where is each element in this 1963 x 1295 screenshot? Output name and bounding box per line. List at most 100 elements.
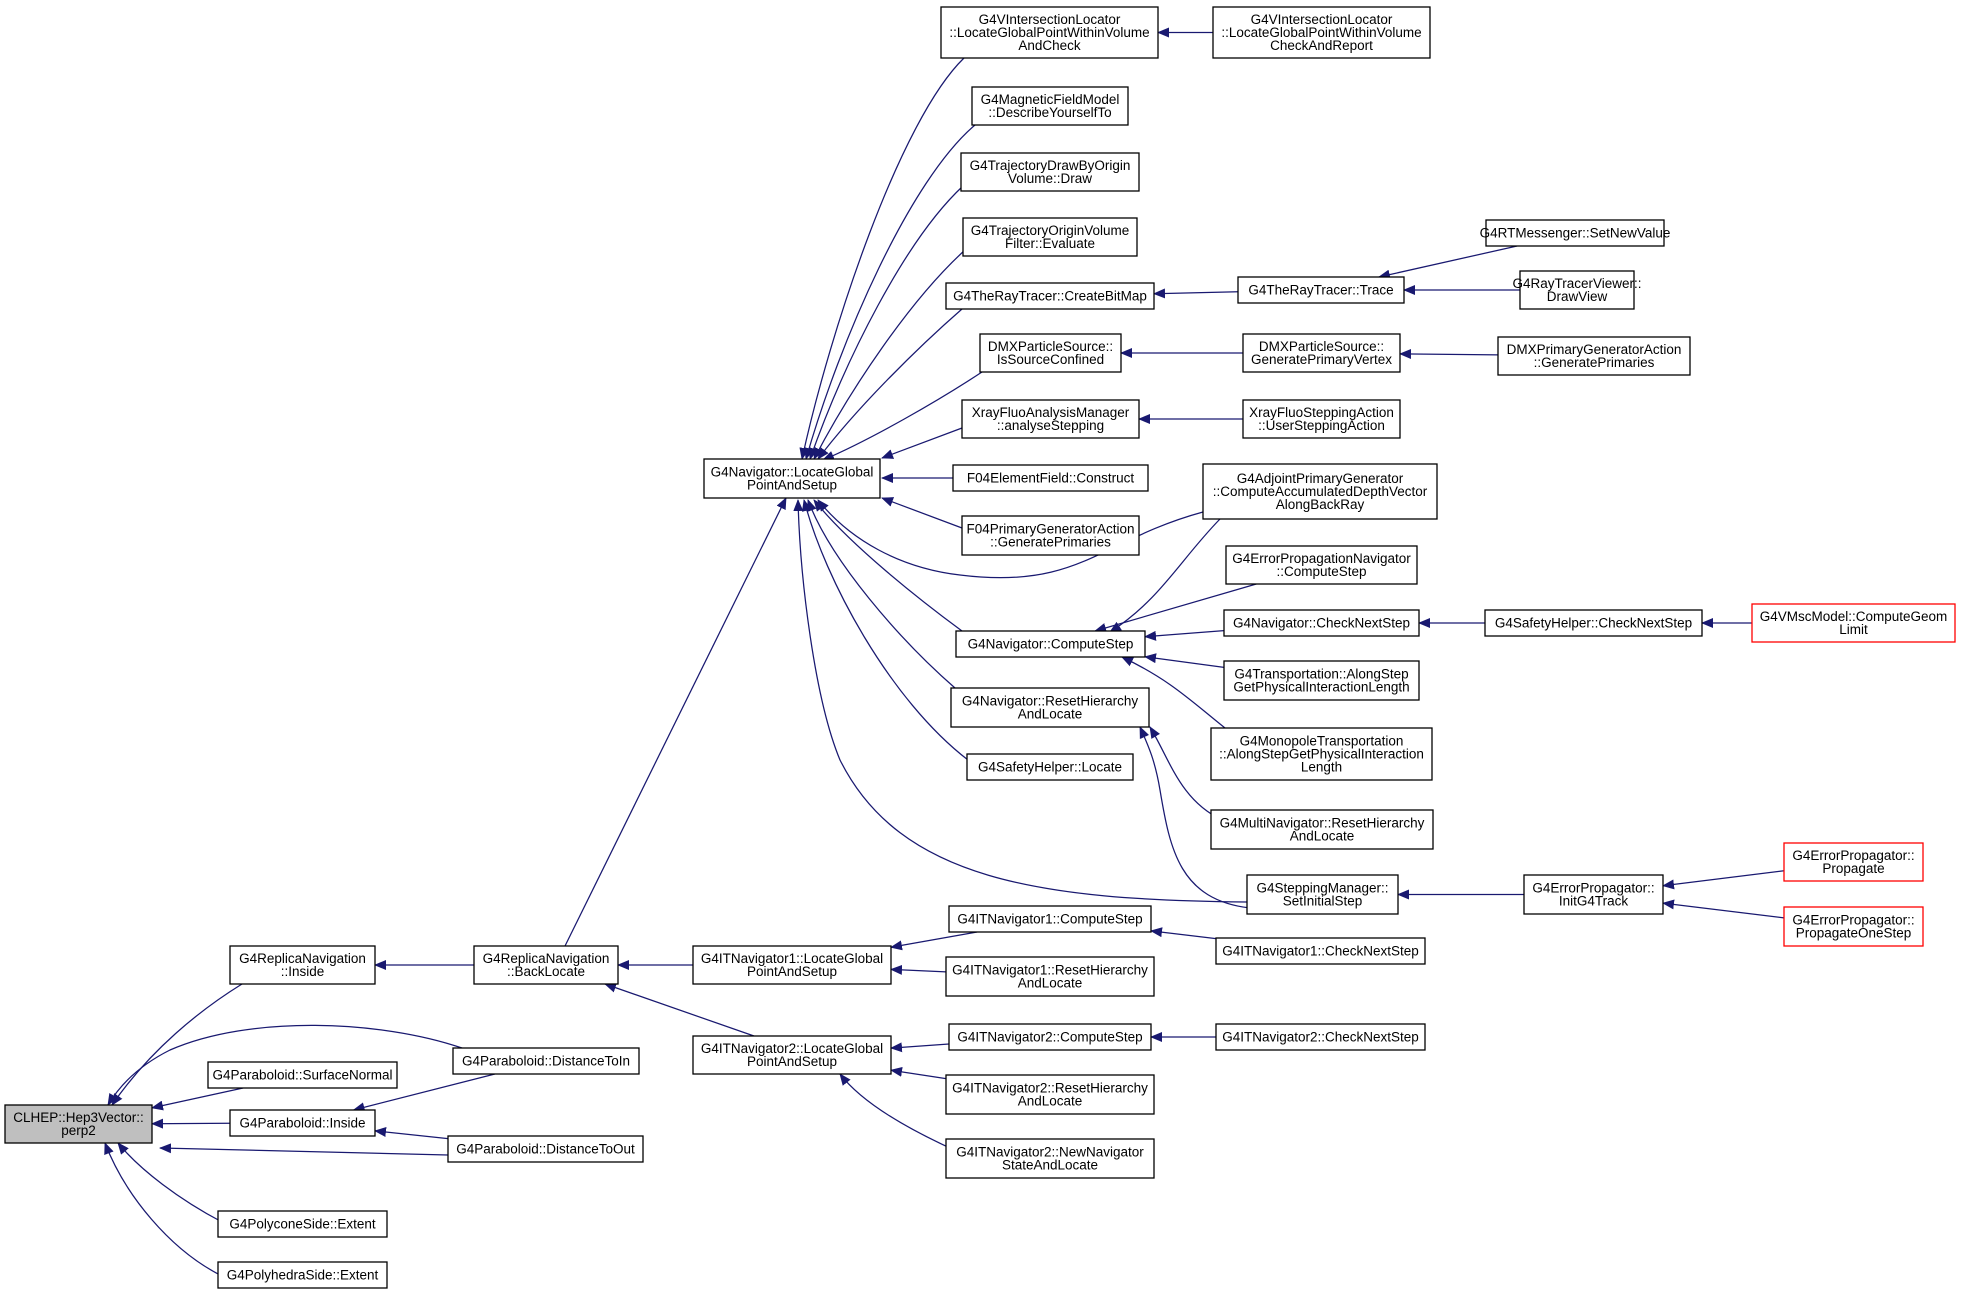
edge-parab_distout-to-parab_inside [374, 1126, 449, 1140]
node-errprop_init[interactable]: G4ErrorPropagator::InitG4Track [1523, 874, 1664, 915]
node-box [1202, 463, 1438, 520]
node-polycone_extent[interactable]: G4PolyconeSide::Extent [217, 1210, 388, 1238]
edges-layer [104, 27, 1785, 1277]
node-itnav2_lgps[interactable]: G4ITNavigator2::LocateGlobalPointAndSetu… [692, 1035, 892, 1075]
node-errprop_one[interactable]: G4ErrorPropagator::PropagateOneStep [1783, 906, 1924, 947]
node-box [971, 86, 1129, 126]
node-parab_surfnormal[interactable]: G4Paraboloid::SurfaceNormal [207, 1061, 398, 1089]
node-rtmessenger[interactable]: G4RTMessenger::SetNewValue [1480, 219, 1671, 247]
edge-parab_distin-to-root [107, 1024, 463, 1106]
node-label-line: CLHEP::Hep3Vector:: [13, 1110, 144, 1125]
node-repnav_backlocate[interactable]: G4ReplicaNavigation::BackLocate [473, 945, 619, 985]
edge-parab_distin-to-parab_inside [352, 1073, 496, 1113]
node-multinav[interactable]: G4MultiNavigator::ResetHierarchyAndLocat… [1210, 809, 1434, 850]
node-xray_analyse[interactable]: XrayFluoAnalysisManager::analyseStepping [961, 399, 1140, 439]
node-dmx_genvertex[interactable]: DMXParticleSource::GeneratePrimaryVertex [1242, 333, 1401, 373]
edge-xray_analyse-to-nav_lgps [881, 427, 963, 459]
node-label-line: PropagateOneStep [1796, 926, 1912, 941]
edge-trajdraw-to-nav_lgps [808, 185, 964, 460]
node-label-line: ::BackLocate [507, 964, 585, 979]
node-box [703, 458, 881, 499]
node-label-line: G4Paraboloid::Inside [239, 1116, 365, 1131]
node-label-line: AlongBackRay [1276, 497, 1365, 512]
node-label-line: G4AdjointPrimaryGenerator [1237, 471, 1404, 486]
node-f04_primgen[interactable]: F04PrimaryGeneratorAction::GeneratePrima… [961, 515, 1140, 556]
node-itnav2_cs[interactable]: G4ITNavigator2::ComputeStep [948, 1023, 1152, 1051]
node-itnav2_cns[interactable]: G4ITNavigator2::CheckNextStep [1215, 1023, 1426, 1051]
node-parab_distout[interactable]: G4Paraboloid::DistanceToOut [447, 1135, 644, 1163]
node-label-line: AndLocate [1018, 707, 1083, 722]
node-box [955, 630, 1146, 658]
node-box [217, 1261, 388, 1289]
node-vil_check[interactable]: G4VIntersectionLocator::LocateGlobalPoin… [940, 6, 1159, 59]
node-label-line: G4ReplicaNavigation [239, 951, 366, 966]
node-label-line: Volume::Draw [1008, 171, 1092, 186]
node-stepping_initial[interactable]: G4SteppingManager::SetInitialStep [1246, 874, 1399, 915]
node-box [1223, 609, 1420, 637]
node-box [945, 1138, 1155, 1179]
node-raytracer_cbm[interactable]: G4TheRayTracer::CreateBitMap [945, 282, 1155, 310]
node-vil_report[interactable]: G4VIntersectionLocator::LocateGlobalPoin… [1212, 6, 1431, 59]
edge-itnav2_cs-to-itnav2_lgps [890, 1042, 950, 1053]
node-nav_computestep[interactable]: G4Navigator::ComputeStep [955, 630, 1146, 658]
node-parab_inside[interactable]: G4Paraboloid::Inside [229, 1109, 376, 1137]
node-nav_checknext[interactable]: G4Navigator::CheckNextStep [1223, 609, 1420, 637]
node-label-line: G4VMscModel::ComputeGeom [1760, 609, 1948, 624]
node-transportation[interactable]: G4Transportation::AlongStepGetPhysicalIn… [1223, 660, 1420, 701]
node-xray_usa[interactable]: XrayFluoSteppingAction::UserSteppingActi… [1242, 399, 1401, 439]
edge-dmx_genprim-to-dmx_genvertex [1399, 349, 1499, 360]
node-magfield[interactable]: G4MagneticFieldModel::DescribeYourselfTo [971, 86, 1129, 126]
node-label-line: G4Paraboloid::DistanceToIn [462, 1054, 630, 1069]
node-itnav2_nns[interactable]: G4ITNavigator2::NewNavigatorStateAndLoca… [945, 1138, 1155, 1179]
node-label-line: DrawView [1547, 289, 1608, 304]
node-dmx_genprim[interactable]: DMXPrimaryGeneratorAction::GeneratePrima… [1497, 336, 1691, 376]
node-root[interactable]: CLHEP::Hep3Vector::perp2 [4, 1104, 153, 1144]
node-safety_locate[interactable]: G4SafetyHelper::Locate [966, 753, 1134, 781]
node-label-line: perp2 [61, 1123, 96, 1138]
node-label-line: ::ComputeAccumulatedDepthVector [1213, 484, 1428, 499]
node-label-line: G4ITNavigator1::LocateGlobal [701, 951, 883, 966]
node-label-line: AndLocate [1018, 976, 1083, 991]
node-f04_field[interactable]: F04ElementField::Construct [952, 464, 1149, 492]
node-box [1225, 545, 1418, 585]
node-box [948, 905, 1152, 933]
node-box [945, 1074, 1155, 1115]
node-itnav1_cs[interactable]: G4ITNavigator1::ComputeStep [948, 905, 1152, 933]
node-itnav1_cns[interactable]: G4ITNavigator1::CheckNextStep [1215, 937, 1426, 965]
node-itnav1_lgps[interactable]: G4ITNavigator1::LocateGlobalPointAndSetu… [692, 945, 892, 985]
node-errpropnav[interactable]: G4ErrorPropagationNavigator::ComputeStep [1225, 545, 1418, 585]
node-label-line: G4ITNavigator1::ComputeStep [957, 912, 1142, 927]
node-box [229, 945, 376, 985]
edge-itnav1_cns-to-itnav1_cs [1150, 927, 1217, 940]
node-label-line: SetInitialStep [1283, 894, 1363, 909]
node-raytracer_trace[interactable]: G4TheRayTracer::Trace [1237, 276, 1405, 304]
edge-repnav_inside-to-root [111, 983, 243, 1106]
node-errprop_prop[interactable]: G4ErrorPropagator::Propagate [1783, 842, 1924, 882]
node-label-line: G4TheRayTracer::CreateBitMap [953, 289, 1147, 304]
node-parab_distin[interactable]: G4Paraboloid::DistanceToIn [452, 1047, 640, 1075]
node-label-line: G4TrajectoryDrawByOrigin [970, 158, 1131, 173]
node-rtviewer[interactable]: G4RayTracerViewer::DrawView [1512, 270, 1642, 310]
node-repnav_inside[interactable]: G4ReplicaNavigation::Inside [229, 945, 376, 985]
node-label-line: GeneratePrimaryVertex [1251, 352, 1392, 367]
node-box [966, 753, 1134, 781]
node-adjoint[interactable]: G4AdjointPrimaryGenerator::ComputeAccumu… [1202, 463, 1438, 520]
node-monopole[interactable]: G4MonopoleTransportation::AlongStepGetPh… [1210, 727, 1433, 781]
node-polyhedra_extent[interactable]: G4PolyhedraSide::Extent [217, 1261, 388, 1289]
node-label-line: G4MagneticFieldModel [981, 92, 1120, 107]
edge-rtmessenger-to-raytracer_trace [1377, 245, 1518, 280]
node-safety_cns[interactable]: G4SafetyHelper::CheckNextStep [1484, 609, 1703, 637]
node-box [692, 1035, 892, 1075]
node-box [1783, 842, 1924, 882]
node-dmx_confined[interactable]: DMXParticleSource::IsSourceConfined [979, 333, 1122, 373]
node-label-line: G4ErrorPropagator:: [1792, 848, 1914, 863]
node-label-line: G4VIntersectionLocator [1251, 12, 1393, 27]
node-label-line: ::GeneratePrimaries [990, 535, 1111, 550]
